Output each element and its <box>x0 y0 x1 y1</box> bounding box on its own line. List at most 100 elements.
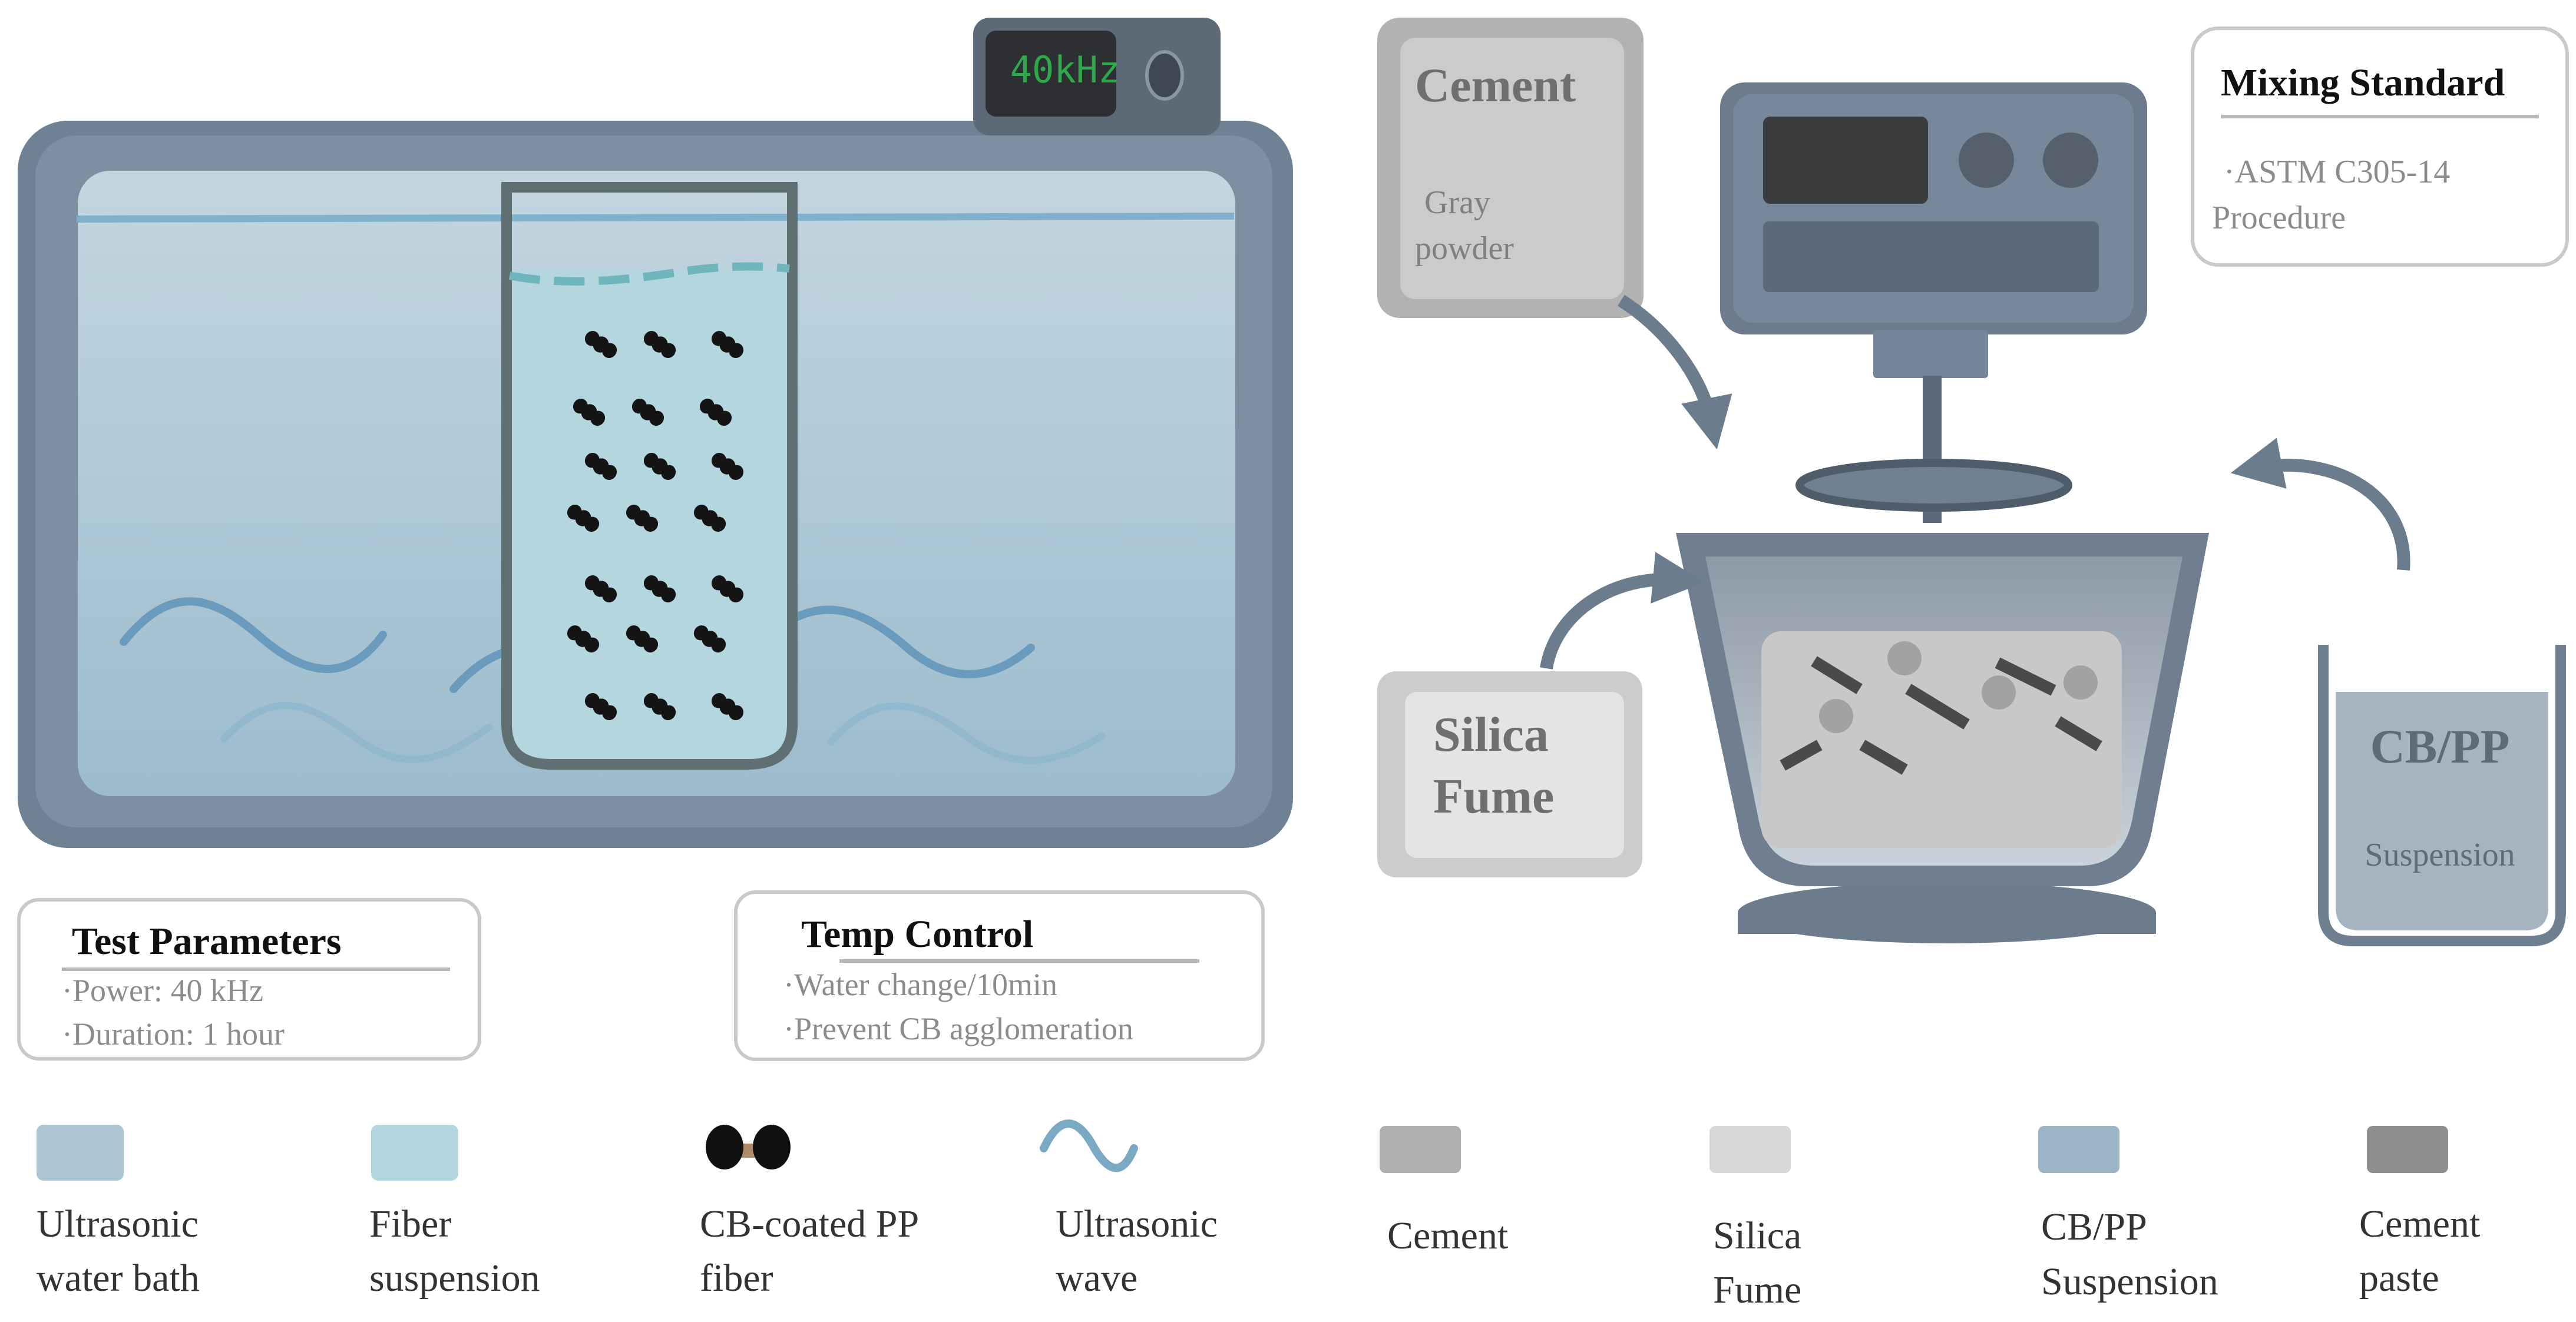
legend-label-line-2: suspension <box>369 1257 540 1300</box>
silica-fume-line-2: Fume <box>1433 769 1554 824</box>
temp-control-line-2: ·Prevent CB agglomeration <box>783 1011 1133 1046</box>
cement-bag-line-1: Gray <box>1424 184 1490 221</box>
mixing-standard-line-1: ·ASTM C305-14 <box>2224 154 2450 190</box>
temp-control-title: Temp Control <box>801 913 1033 956</box>
beaker-subtitle: Suspension <box>2365 837 2515 873</box>
legend-label-line-1: Ultrasonic <box>1056 1202 1218 1245</box>
legend-item-water-bath: Ultrasonic water bath <box>37 1125 200 1300</box>
suspension-surface <box>508 262 790 286</box>
cb-fiber <box>584 693 617 721</box>
cb-fiber <box>584 330 617 359</box>
silica-fume-inner <box>1405 692 1624 858</box>
mixer-display <box>1763 117 1928 204</box>
legend-item-fiber-suspension: Fiber suspension <box>369 1125 540 1300</box>
test-parameters-line-1: ·Power: 40 kHz <box>62 973 263 1008</box>
paste-particles <box>1819 641 2098 733</box>
test-parameters-title: Test Parameters <box>72 920 342 963</box>
legend-label-line-2: paste <box>2359 1257 2439 1300</box>
cement-bag-inner <box>1400 38 1624 299</box>
wave-icon <box>1040 1119 1138 1172</box>
legend-item-cement-paste: Cement paste <box>2359 1126 2480 1300</box>
paste-fiber-6 <box>2055 716 2102 751</box>
cb-fiber <box>631 398 664 426</box>
cb-coated-fibers <box>567 330 744 721</box>
mixer-panel <box>1763 221 2099 292</box>
bowl-base-flat <box>1738 913 2156 934</box>
test-parameters-frame <box>17 898 481 1061</box>
cement-bag-title: Cement <box>1415 58 1576 112</box>
temp-control-box: Temp Control ·Water change/10min ·Preven… <box>734 890 1265 1061</box>
legend-label-line-2: Suspension <box>2041 1260 2218 1303</box>
mixing-bowl <box>1676 533 2209 943</box>
cb-fiber <box>567 504 600 532</box>
paste-fiber-4 <box>1780 740 1823 771</box>
legend-label-line-1: CB-coated PP <box>700 1202 919 1245</box>
water-bath-swatch <box>37 1125 124 1181</box>
wave-4 <box>768 605 1035 678</box>
silica-fume-arrow <box>1540 552 1705 670</box>
paste-fiber-5 <box>1859 740 1908 775</box>
legend-item-wave: Ultrasonic wave <box>1040 1119 1218 1300</box>
controller-knob[interactable] <box>1145 50 1184 101</box>
cb-fiber-icon <box>706 1125 791 1169</box>
cb-fiber <box>699 398 732 426</box>
particle-3 <box>1982 675 2016 710</box>
legend-label-line-1: Cement <box>2359 1202 2480 1245</box>
frequency-controller: 40kHz <box>973 18 1221 135</box>
legend-label-line-1: CB/PP <box>2041 1205 2147 1248</box>
cement-bag-line-2: powder <box>1415 230 1514 267</box>
wave-1 <box>120 597 387 673</box>
legend-label-line-2: Fume <box>1713 1268 1801 1311</box>
beaker-title: CB/PP <box>2370 720 2510 773</box>
ultrasonic-waves <box>120 597 1105 764</box>
mixing-standard-frame <box>2191 26 2569 267</box>
legend: Ultrasonic water bath Fiber suspension C… <box>37 1119 2480 1311</box>
cb-fiber <box>626 504 659 532</box>
legend-label-line-1: Fiber <box>369 1202 451 1245</box>
legend-item-cement: Cement <box>1380 1126 1508 1257</box>
cbpp-swatch <box>2038 1126 2119 1173</box>
temp-control-line-1: ·Water change/10min <box>783 967 1057 1002</box>
cb-fiber <box>693 625 726 653</box>
cb-fiber <box>711 452 744 481</box>
mixing-standard-line-2: Procedure <box>2212 200 2346 236</box>
legend-item-silica-fume: Silica Fume <box>1709 1126 1801 1311</box>
cement-bag: Cement Gray powder <box>1377 18 1644 318</box>
controller-screen <box>986 31 1116 117</box>
mixing-standard-box: Mixing Standard ·ASTM C305-14 Procedure <box>2191 26 2569 267</box>
cbpp-beaker: CB/PP Suspension <box>2318 645 2566 946</box>
cb-fiber <box>711 330 744 359</box>
cb-fiber <box>711 693 744 721</box>
water-surface-line <box>76 213 1235 223</box>
test-parameters-line-2: ·Duration: 1 hour <box>62 1016 285 1052</box>
cb-fiber <box>711 575 744 603</box>
mixer-dial-1[interactable] <box>1959 132 2014 188</box>
paste-fibers <box>1780 656 2102 775</box>
legend-label-line-2: fiber <box>700 1257 773 1300</box>
cb-fiber <box>567 625 600 653</box>
cb-fiber <box>584 452 617 481</box>
mixing-standard-title: Mixing Standard <box>2221 61 2505 104</box>
particle-1 <box>1887 641 1922 675</box>
wave-2 <box>220 701 492 763</box>
temp-control-frame <box>734 890 1265 1061</box>
tube-wall <box>501 182 798 770</box>
mixer-neck <box>1873 330 1988 378</box>
cb-fiber <box>573 398 606 426</box>
beaker-liquid <box>2336 692 2548 930</box>
cb-fiber <box>626 625 659 653</box>
cb-fiber <box>643 452 676 481</box>
ultrasonic-water-bath: 40kHz <box>18 18 1293 848</box>
particle-4 <box>2064 665 2098 700</box>
particle-2 <box>1819 699 1853 733</box>
paste-fiber-1 <box>1811 656 1863 694</box>
cb-fiber <box>643 693 676 721</box>
frequency-readout: 40kHz <box>1010 48 1120 91</box>
legend-item-cb-fiber: CB-coated PP fiber <box>700 1125 919 1300</box>
legend-label-line-2: wave <box>1056 1257 1137 1300</box>
cement-arrow <box>1618 294 1732 450</box>
mixer-dial-2[interactable] <box>2043 132 2098 188</box>
silica-fume-swatch <box>1709 1126 1791 1173</box>
legend-label-line-1: Cement <box>1387 1214 1508 1257</box>
